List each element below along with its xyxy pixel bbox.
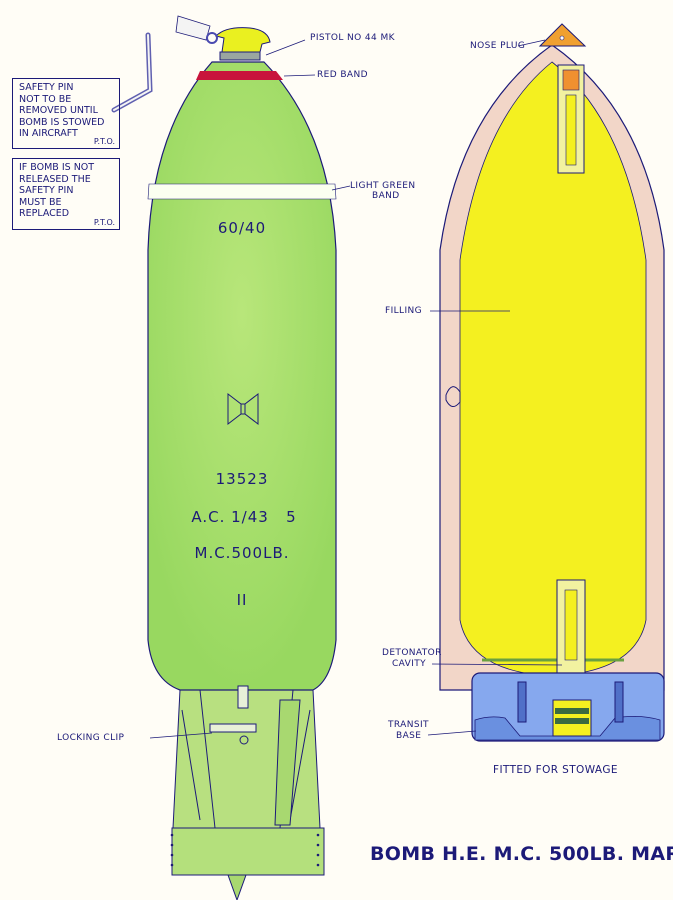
label-light-green-band-2: BAND [372, 191, 400, 201]
note-line: IN AIRCRAFT [19, 128, 78, 139]
tail-unit [171, 689, 325, 900]
note-line: REMOVED UNTIL [19, 105, 98, 116]
broad-arrow-emblem [227, 392, 259, 426]
note-line: IF BOMB IS NOT [19, 162, 95, 173]
caption-fitted-for-stowage: FITTED FOR STOWAGE [493, 764, 618, 776]
note-line: NOT TO BE [19, 93, 72, 105]
pto-label: P.T.O. [93, 136, 115, 146]
note-not-released: IF BOMB IS NOT RELEASED THE SAFETY PIN M… [12, 158, 120, 230]
note-safety-pin: SAFETY PIN NOT TO BE REMOVED UNTIL BOMB … [12, 78, 120, 149]
diagram-title: BOMB H.E. M.C. 500LB. MARK II [370, 843, 673, 865]
pto-label: P.T.O. [93, 217, 115, 227]
nose-plug [538, 23, 587, 47]
label-detonator: DETONATOR [382, 648, 442, 658]
note-line: REPLACED [19, 208, 70, 219]
marking-serial: 13523 [215, 470, 269, 488]
label-nose-plug: NOSE PLUG [470, 41, 526, 51]
bomb-exterior [111, 15, 351, 900]
note-line: BOMB IS STOWED [19, 116, 105, 128]
note-line: SAFETY PIN [19, 185, 74, 196]
bomb-section [427, 23, 665, 742]
marking-type: M.C.500LB. [194, 544, 290, 562]
note-line: RELEASED THE [19, 173, 91, 185]
filling [459, 61, 647, 677]
marking-filling-ratio: 60/40 [217, 219, 267, 237]
marking-date: A.C. 1/43 5 [191, 508, 297, 526]
marking-mark: II [236, 591, 248, 609]
label-filling: FILLING [385, 306, 423, 316]
label-base: BASE [396, 731, 422, 741]
label-cavity: CAVITY [392, 659, 427, 669]
note-line: SAFETY PIN [19, 82, 74, 93]
label-pistol: PISTOL NO 44 MK [310, 33, 395, 43]
locking-clip [149, 685, 257, 745]
label-locking-clip: LOCKING CLIP [57, 733, 125, 743]
label-red-band: RED BAND [317, 70, 368, 80]
pistol [175, 15, 271, 61]
note-line: MUST BE [19, 196, 62, 208]
red-band [196, 71, 283, 80]
light-green-band [147, 183, 337, 200]
label-light-green-band: LIGHT GREEN [350, 181, 416, 191]
label-transit: TRANSIT [388, 720, 429, 730]
